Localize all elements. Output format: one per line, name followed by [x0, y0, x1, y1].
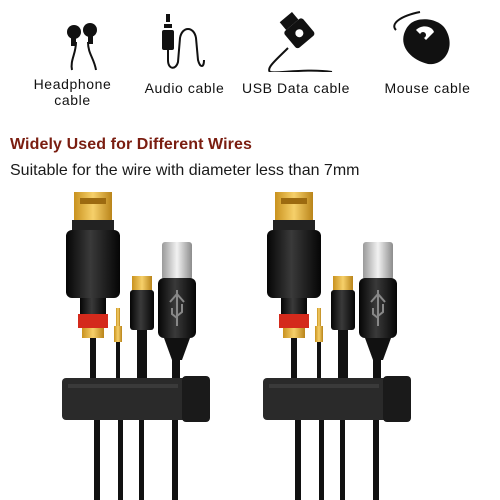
subline: Suitable for the wire with diameter less… — [10, 162, 360, 179]
usb-cable-label: USB Data cable — [241, 80, 350, 96]
audio-cable-item: Audio cable — [122, 0, 247, 110]
headline: Widely Used for Different Wires — [10, 136, 252, 153]
usb-cable-item: USB Data cable — [236, 0, 356, 110]
mouse-icon — [393, 11, 450, 65]
cable-set-right — [262, 191, 412, 500]
headphone-cable-label-2: cable — [54, 92, 91, 108]
usb-icon — [268, 12, 333, 72]
mouse-cable-label: Mouse cable — [384, 80, 471, 96]
headphone-icon — [67, 23, 97, 71]
cable-clip-illustration — [61, 191, 412, 500]
audio-cable-label: Audio cable — [144, 80, 225, 96]
headphone-cable-item: Headphone cable — [10, 0, 135, 110]
mouse-cable-item: Mouse cable — [360, 0, 495, 110]
audio-jack-icon — [162, 14, 205, 69]
headphone-cable-label-1: Headphone — [33, 76, 112, 92]
cable-set-left — [61, 191, 211, 500]
